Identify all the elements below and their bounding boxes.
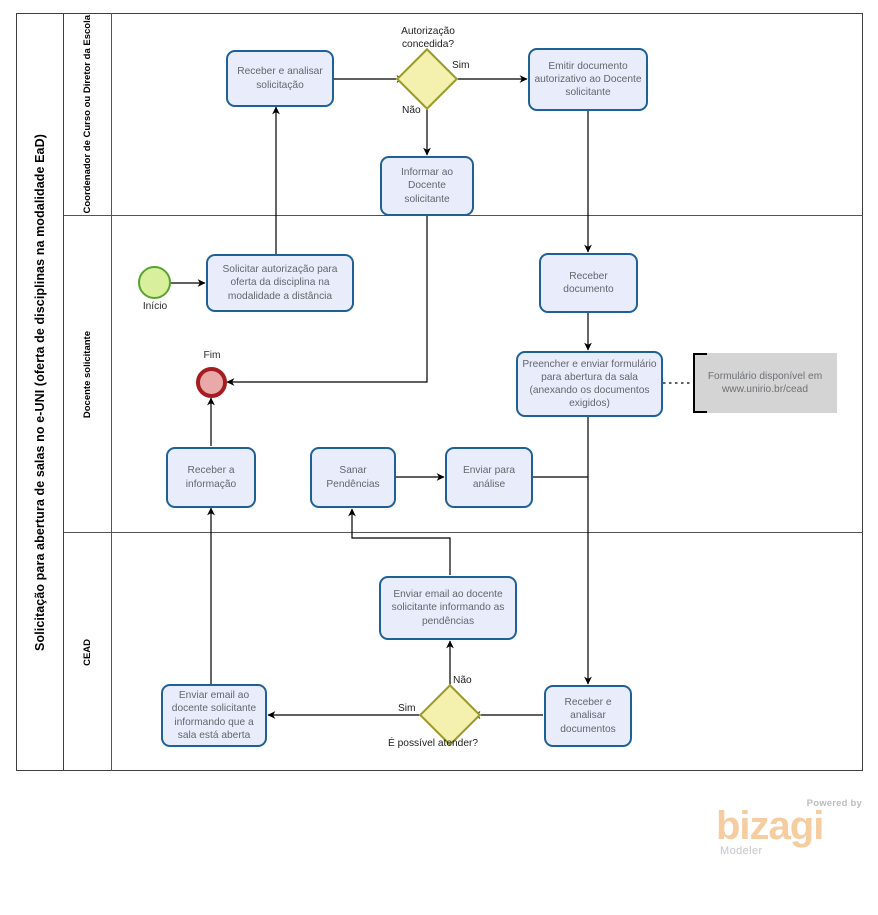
flow-label-g1-nao: Não (402, 105, 421, 116)
lane-label-docente-text: Docente solicitante (81, 330, 93, 419)
gateway-atender-label: É possível atender? (388, 738, 479, 749)
task-label: Enviar email ao docente solicitante info… (391, 589, 505, 627)
task-label: Receber documento (563, 270, 614, 295)
task-label: Enviar para análise (462, 465, 516, 490)
lane-label-coordenador-text: Coordenador de Curso ou Diretor da Escol… (81, 15, 93, 214)
task-enviar-para-analise[interactable]: Enviar para análise (445, 447, 533, 508)
flow-label-g2-sim: Sim (398, 703, 416, 714)
lane-label-cead: CEAD (64, 533, 112, 771)
annotation-bracket (693, 353, 707, 413)
lane-label-docente: Docente solicitante (64, 216, 112, 533)
lane-label-coordenador: Coordenador de Curso ou Diretor da Escol… (64, 13, 112, 216)
lane-label-cead-text: CEAD (81, 638, 93, 666)
lane-docente (64, 216, 863, 533)
gateway-autorizacao-label: Autorização concedida? (401, 26, 455, 50)
task-label: Receber e analisar documentos (560, 697, 616, 735)
task-receber-analisar-documentos[interactable]: Receber e analisar documentos (544, 685, 632, 747)
task-receber-documento[interactable]: Receber documento (539, 253, 638, 313)
task-label: Receber a informação (185, 465, 237, 490)
task-label: Solicitar autorização para oferta da dis… (222, 264, 338, 302)
pool-title: Solicitação para abertura de salas no e-… (16, 13, 64, 771)
logo-powered-by: Powered by (806, 798, 862, 809)
task-receber-informacao[interactable]: Receber a informação (166, 447, 256, 508)
flow-label-g1-sim: Sim (452, 60, 470, 71)
task-label: Enviar email ao docente solicitante info… (171, 690, 257, 741)
end-event[interactable] (196, 367, 227, 398)
bizagi-logo: Powered by bizagi Modeler (694, 798, 864, 860)
task-informar-ao-docente[interactable]: Informar ao Docente solicitante (380, 156, 474, 216)
logo-brand: bizagi (716, 804, 824, 848)
text-annotation-formulario: Formulário disponível em www.unirio.br/c… (693, 353, 837, 413)
task-emitir-documento-autorizativo[interactable]: Emitir documento autorizativo ao Docente… (528, 48, 648, 111)
logo-product: Modeler (720, 845, 763, 857)
task-label: Informar ao Docente solicitante (400, 167, 454, 205)
text-annotation-content: Formulário disponível em www.unirio.br/c… (707, 370, 823, 395)
task-label: Preencher e enviar formulário para abert… (522, 358, 657, 410)
task-enviar-email-pendencias[interactable]: Enviar email ao docente solicitante info… (379, 576, 517, 640)
start-event-label: Início (142, 301, 168, 312)
flow-label-g2-nao: Não (453, 675, 472, 686)
task-label: Sanar Pendências (326, 465, 380, 490)
task-solicitar-autorizacao[interactable]: Solicitar autorização para oferta da dis… (206, 254, 354, 312)
task-label: Receber e analisar solicitação (237, 66, 323, 91)
task-label: Emitir documento autorizativo ao Docente… (534, 60, 642, 99)
end-event-label: Fim (203, 350, 221, 361)
task-sanar-pendencias[interactable]: Sanar Pendências (310, 447, 396, 508)
task-enviar-email-sala-aberta[interactable]: Enviar email ao docente solicitante info… (161, 684, 267, 747)
task-receber-analisar-solicitacao[interactable]: Receber e analisar solicitação (226, 50, 334, 107)
start-event[interactable] (138, 266, 171, 299)
pool-title-text: Solicitação para abertura de salas no e-… (32, 133, 47, 651)
task-preencher-enviar-formulario[interactable]: Preencher e enviar formulário para abert… (516, 351, 663, 417)
